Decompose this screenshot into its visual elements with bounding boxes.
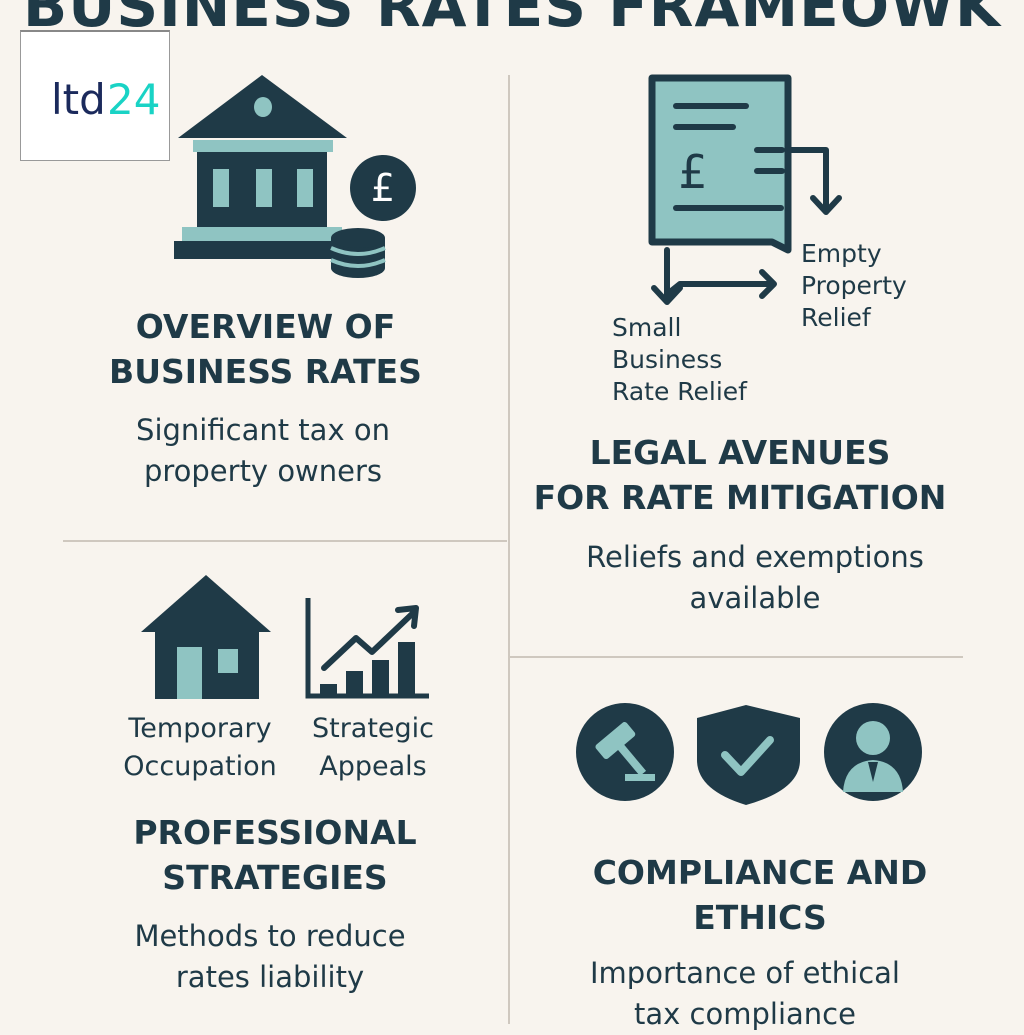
svg-text:ltd: ltd [51,75,106,122]
horizontal-divider-left [63,540,507,542]
label-line: Appeals [319,751,427,782]
professional-icons [141,575,429,699]
growth-chart-icon [305,598,429,699]
gavel-icon [576,703,674,801]
ltd24-logo-icon: ltd 24 [51,75,160,122]
label-line: Empty [801,239,882,268]
label-line: Strategic [311,713,435,744]
label-line: Property [801,271,907,300]
person-icon [824,703,922,801]
compliance-heading-line1: COMPLIANCE AND [592,853,928,892]
pound-coin-icon: £ [350,155,416,221]
compliance-heading: COMPLIANCE AND ETHICS [560,850,960,940]
shield-check-icon [697,705,800,805]
overview-text-line2: property owners [143,454,383,488]
arrow-icon [787,147,842,215]
overview-text-line1: Significant tax on [136,413,390,447]
arrow-icon [651,247,777,305]
empty-property-relief-label: Empty Property Relief [801,238,907,334]
vertical-divider [508,75,510,1024]
coin-stack-icon [330,228,386,278]
logo: ltd 24 [20,30,170,161]
legal-text-line2: available [689,581,821,615]
overview-heading: OVERVIEW OF BUSINESS RATES [63,304,468,394]
compliance-heading-line2: ETHICS [693,898,827,937]
label-line: Business [612,345,723,374]
label-line: Rate Relief [612,377,747,406]
svg-text:£: £ [678,145,707,199]
professional-text: Methods to reduce rates liability [70,916,470,998]
label-line: Relief [801,303,871,332]
professional-text-line2: rates liability [175,960,365,994]
legal-text: Reliefs and exemptions available [555,537,955,619]
legal-heading: LEGAL AVENUES FOR RATE MITIGATION [520,430,960,520]
bank-building-icon: £ [174,75,416,278]
svg-text:£: £ [371,166,395,210]
compliance-text: Importance of ethical tax compliance [545,953,945,1035]
label-line: Occupation [123,751,277,782]
temporary-occupation-label: Temporary Occupation [120,710,280,786]
overview-heading-line1: OVERVIEW OF [135,307,396,346]
legal-heading-line2: FOR RATE MITIGATION [533,478,947,517]
professional-heading: PROFESSIONAL STRATEGIES [75,810,475,900]
legal-text-line1: Reliefs and exemptions [586,540,924,574]
overview-heading-line2: BUSINESS RATES [109,352,422,391]
professional-heading-line1: PROFESSIONAL [133,813,417,852]
page-title: BUSINESS RATES FRAMEOWK [23,0,1001,40]
professional-text-line1: Methods to reduce [134,919,406,953]
strategic-appeals-label: Strategic Appeals [298,710,448,786]
pound-document-icon: £ [648,74,842,305]
compliance-icons [576,703,922,805]
compliance-text-line1: Importance of ethical [590,956,900,990]
compliance-text-line2: tax compliance [634,997,856,1031]
small-business-rate-relief-label: Small Business Rate Relief [612,312,747,408]
overview-text: Significant tax on property owners [63,410,463,492]
legal-heading-line1: LEGAL AVENUES [589,433,891,472]
house-icon [141,575,271,699]
label-line: Small [612,313,682,342]
professional-heading-line2: STRATEGIES [162,858,388,897]
label-line: Temporary [128,713,272,744]
svg-text:24: 24 [107,75,160,122]
horizontal-divider-right [510,656,963,658]
